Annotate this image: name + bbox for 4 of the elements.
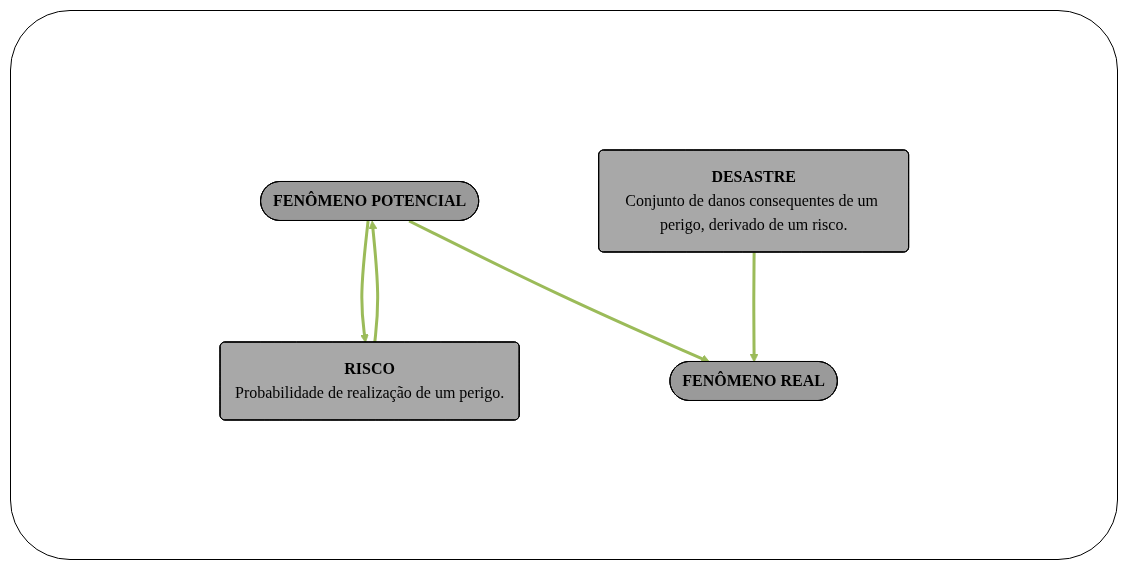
arrow — [359, 220, 370, 343]
arrow — [368, 220, 379, 343]
arrow — [408, 219, 710, 363]
arrow — [749, 252, 759, 363]
